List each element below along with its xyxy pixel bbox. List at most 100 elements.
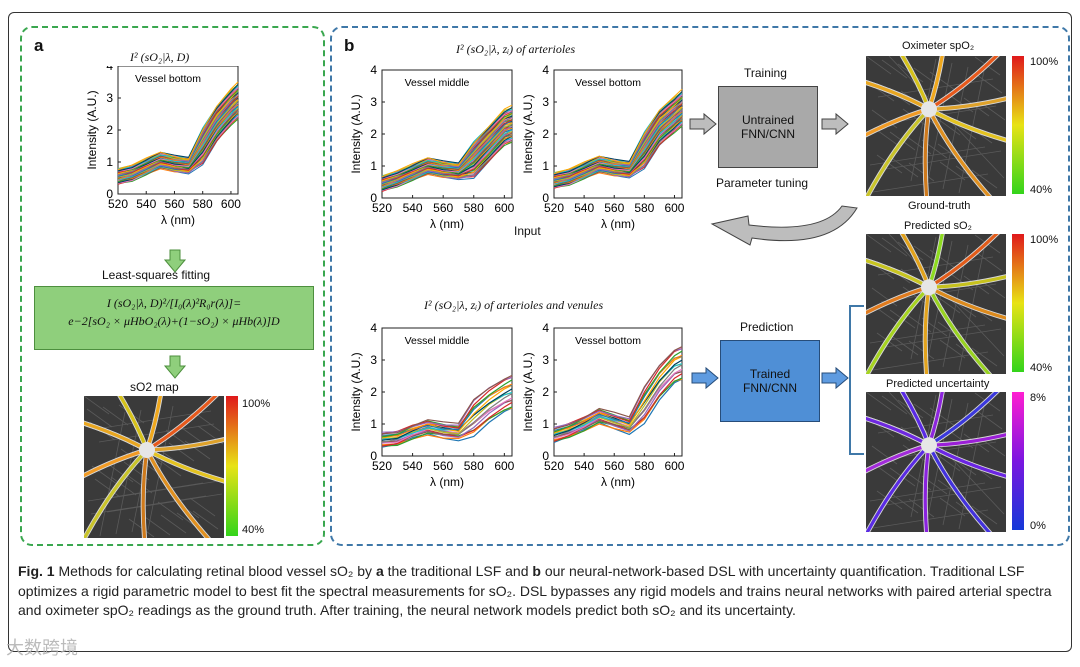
capillary bbox=[910, 236, 937, 360]
chart-inset-label: Vessel middle bbox=[405, 77, 470, 89]
so2-colorbar-bottom-label: 40% bbox=[242, 524, 265, 536]
equation-line-2: e−2[sO₂ × μHbO₂(λ)+(1−sO₂) × μHb(λ)]D bbox=[68, 314, 280, 328]
capillary bbox=[892, 494, 919, 514]
capillary bbox=[881, 237, 908, 257]
parameter-tuning-label: Parameter tuning bbox=[716, 176, 809, 190]
x-tick-label: 580 bbox=[464, 201, 484, 215]
optic-disc bbox=[921, 101, 937, 118]
caption-seg2: the traditional LSF and bbox=[383, 563, 533, 579]
capillary bbox=[971, 505, 998, 525]
capillary bbox=[934, 294, 961, 314]
capillary bbox=[86, 408, 113, 428]
equation-line-1: I (sO₂|λ, D)²/[I₀(λ)²R₀r(λ)]= bbox=[106, 296, 242, 310]
vessel bbox=[900, 234, 931, 289]
capillary bbox=[910, 58, 937, 182]
y-axis-label: Intensity (A.U.) bbox=[349, 94, 363, 173]
vessel bbox=[900, 56, 931, 111]
y-tick-label: 2 bbox=[370, 127, 377, 141]
spectrum-line bbox=[381, 104, 513, 178]
capillary bbox=[103, 480, 220, 500]
y-tick-label: 0 bbox=[542, 191, 549, 205]
vessel bbox=[866, 80, 931, 111]
x-axis-label: λ (nm) bbox=[430, 475, 464, 489]
vessel bbox=[84, 421, 149, 452]
capillary bbox=[892, 158, 919, 178]
x-tick-label: 560 bbox=[604, 201, 624, 215]
y-tick-label: 3 bbox=[542, 95, 549, 109]
vessel bbox=[927, 56, 944, 111]
capillary bbox=[958, 248, 985, 372]
capillary bbox=[90, 495, 207, 515]
capillary bbox=[976, 252, 1003, 272]
vessel bbox=[927, 285, 1006, 320]
lsq-equation-box: I (sO₂|λ, D)²/[I₀(λ)²R₀r(λ)]= e−2[sO₂ × … bbox=[34, 286, 314, 350]
spectrum-line bbox=[553, 368, 683, 439]
watermark: 大数跨境 bbox=[6, 638, 78, 658]
vessel bbox=[84, 448, 149, 478]
capillary bbox=[939, 339, 966, 359]
spectrum-line bbox=[553, 88, 683, 175]
vessel bbox=[866, 107, 931, 137]
capillary bbox=[876, 332, 903, 352]
x-tick-label: 540 bbox=[136, 197, 156, 211]
right-arrow-icon-4 bbox=[821, 366, 849, 390]
y-tick-label: 2 bbox=[106, 123, 113, 137]
y-tick-label: 0 bbox=[370, 191, 377, 205]
y-tick-label: 3 bbox=[542, 353, 549, 367]
x-tick-label: 540 bbox=[574, 459, 594, 473]
caption-a: a bbox=[375, 563, 384, 579]
capillary bbox=[876, 490, 903, 510]
capillary bbox=[189, 497, 216, 517]
capillary bbox=[872, 351, 989, 371]
capillary bbox=[866, 234, 892, 253]
vessel bbox=[927, 107, 1006, 142]
caption-b: b bbox=[532, 563, 541, 579]
vessel bbox=[923, 107, 931, 196]
x-tick-label: 600 bbox=[494, 201, 514, 215]
x-tick-label: 540 bbox=[403, 201, 423, 215]
x-axis-label: λ (nm) bbox=[601, 475, 635, 489]
optic-disc bbox=[921, 437, 937, 454]
spectrum-line bbox=[381, 399, 513, 444]
capillary bbox=[908, 498, 935, 518]
chart-inset-label: Vessel middle bbox=[405, 335, 470, 347]
spectrum-line bbox=[553, 373, 683, 442]
y-tick-label: 4 bbox=[370, 63, 377, 77]
down-arrow-icon-1 bbox=[164, 249, 186, 273]
y-tick-label: 2 bbox=[370, 385, 377, 399]
untrained-nn-box: Untrained FNN/CNN bbox=[718, 86, 818, 168]
capillary bbox=[147, 405, 174, 531]
vessel bbox=[927, 392, 999, 447]
capillary bbox=[958, 406, 985, 530]
spectrum-line bbox=[381, 397, 513, 444]
x-tick-label: 580 bbox=[193, 197, 213, 211]
colorbar-uncertainty-bottom: 0% bbox=[1030, 520, 1046, 532]
panel-a-letter: a bbox=[34, 36, 44, 55]
panel-b-top-title: I² (sO₂|λ, zᵢ) of arterioles bbox=[456, 42, 576, 56]
chart-inset-label: Vessel bottom bbox=[575, 77, 641, 89]
capillary bbox=[876, 154, 903, 174]
x-tick-label: 560 bbox=[433, 201, 453, 215]
capillary bbox=[871, 109, 898, 129]
y-axis-label: Intensity (A.U.) bbox=[85, 90, 99, 169]
capillary bbox=[99, 411, 126, 537]
capillary bbox=[881, 395, 908, 415]
spectrum-line bbox=[553, 346, 683, 430]
predicted-uncertainty-title: Predicted uncertainty bbox=[886, 378, 990, 390]
trained-nn-box: Trained FNN/CNN bbox=[720, 340, 820, 422]
capillary bbox=[157, 501, 184, 521]
vessel bbox=[866, 107, 931, 196]
caption-seg3: our neural-network-based DSL with uncert… bbox=[18, 563, 1052, 618]
capillary bbox=[194, 412, 221, 432]
capillary bbox=[939, 497, 966, 517]
capillary bbox=[929, 249, 956, 269]
so2-map-title: sO2 map bbox=[130, 380, 179, 394]
so2-colorbar bbox=[226, 396, 238, 536]
vessel bbox=[927, 443, 992, 532]
y-tick-label: 2 bbox=[542, 385, 549, 399]
chart-inset-label: Vessel bottom bbox=[135, 73, 201, 85]
vessel bbox=[866, 443, 931, 473]
spectrum-line bbox=[381, 376, 513, 435]
y-axis-label: Intensity (A.U.) bbox=[349, 352, 363, 431]
